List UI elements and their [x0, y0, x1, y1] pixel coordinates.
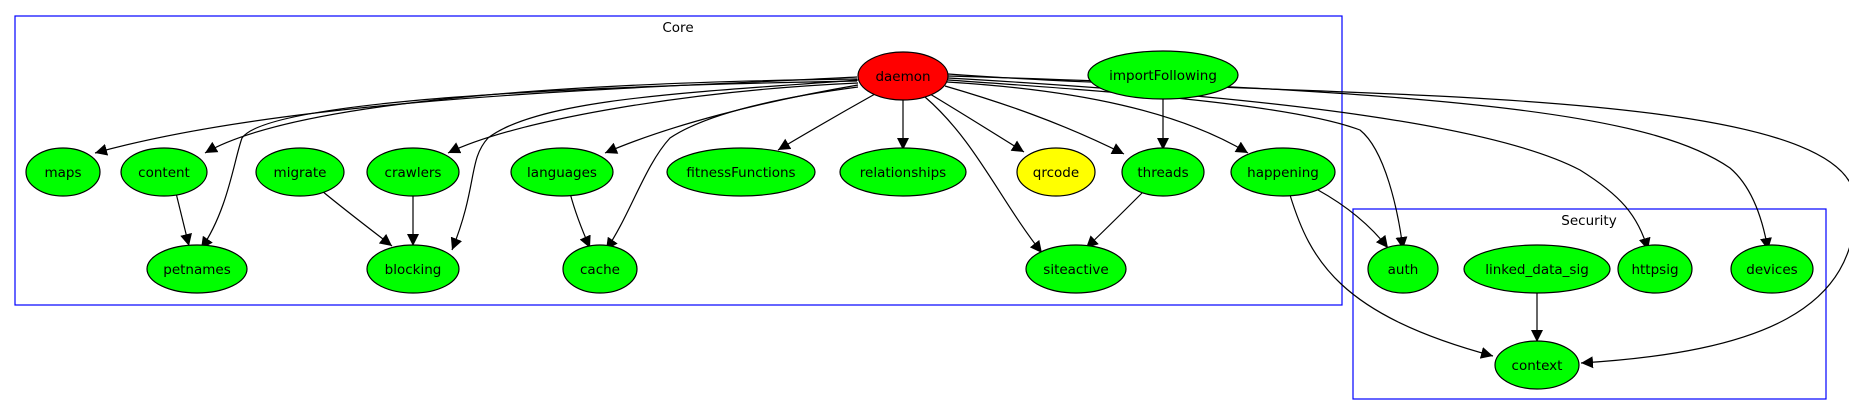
edge-daemon-maps	[94, 76, 858, 156]
node-blocking-shape	[366, 244, 460, 294]
node-relationships-label: relationships	[860, 165, 946, 181]
node-languages: languages	[510, 147, 614, 197]
node-crawlers: crawlers	[366, 147, 460, 197]
node-blocking: blocking	[366, 244, 460, 294]
node-auth-label: auth	[1388, 262, 1419, 278]
node-qrcode-shape	[1016, 147, 1096, 197]
node-petnames-shape	[146, 244, 248, 294]
edge-languages-cache	[569, 192, 591, 249]
node-daemon-label: daemon	[875, 69, 930, 85]
edge-daemon-qrcode	[929, 93, 1025, 153]
cluster-security: Security	[1352, 208, 1827, 400]
cluster-security-label: Security	[1561, 213, 1616, 229]
node-threads-shape	[1121, 147, 1205, 197]
node-httpsig-shape	[1617, 244, 1693, 294]
node-context-shape	[1494, 340, 1580, 390]
node-linked_data_sig: linked_data_sig	[1463, 244, 1611, 294]
node-importFollowing-shape	[1087, 50, 1239, 100]
node-blocking-label: blocking	[385, 262, 442, 278]
edge-happening-auth	[1317, 189, 1389, 249]
node-daemon-shape	[857, 51, 949, 101]
edge-daemon-crawlers	[447, 82, 859, 154]
cluster-core: Core	[14, 15, 1343, 306]
node-happening-shape	[1230, 147, 1336, 197]
edge-daemon-cache	[605, 86, 859, 251]
node-maps: maps	[25, 147, 101, 197]
node-cache-label: cache	[580, 262, 620, 278]
node-content: content	[120, 147, 208, 197]
node-cache: cache	[562, 244, 638, 294]
edge-daemon-auth	[947, 79, 1408, 250]
node-linked_data_sig-label: linked_data_sig	[1485, 262, 1589, 278]
node-migrate-label: migrate	[274, 165, 327, 181]
node-maps-label: maps	[44, 165, 81, 181]
node-fitnessFunctions: fitnessFunctions	[666, 147, 816, 197]
node-auth-shape	[1367, 244, 1439, 294]
edge-daemon-context	[947, 73, 1849, 369]
node-crawlers-label: crawlers	[385, 165, 442, 181]
node-fitnessFunctions-shape	[666, 147, 816, 197]
cluster-core-label: Core	[662, 20, 693, 36]
node-threads: threads	[1121, 147, 1205, 197]
node-daemon: daemon	[857, 51, 949, 101]
edge-threads-siteactive	[1085, 191, 1144, 249]
edge-daemon-happening	[946, 81, 1249, 154]
node-content-shape	[120, 147, 208, 197]
edge-daemon-threads	[944, 85, 1125, 155]
cluster-core-border	[14, 15, 1343, 306]
node-cache-shape	[562, 244, 638, 294]
node-context-label: context	[1512, 358, 1563, 374]
edge-daemon-siteactive	[924, 96, 1043, 254]
node-maps-shape	[25, 147, 101, 197]
node-siteactive-shape	[1025, 244, 1127, 294]
node-relationships-shape	[839, 147, 967, 197]
node-devices-shape	[1730, 244, 1814, 294]
node-auth: auth	[1367, 244, 1439, 294]
node-qrcode-label: qrcode	[1033, 165, 1079, 181]
node-content-label: content	[138, 165, 190, 181]
edge-daemon-petnames	[200, 80, 858, 250]
node-migrate-shape	[255, 147, 345, 197]
node-languages-shape	[510, 147, 614, 197]
edge-daemon-fitnessFunctions	[777, 93, 876, 151]
edge-content-petnames	[175, 192, 192, 247]
edge-daemon-blocking	[450, 79, 859, 251]
edge-happening-context	[1289, 194, 1494, 359]
node-crawlers-shape	[366, 147, 460, 197]
node-petnames: petnames	[146, 244, 248, 294]
node-migrate: migrate	[255, 147, 345, 197]
node-importFollowing-label: importFollowing	[1109, 68, 1217, 84]
node-relationships: relationships	[839, 147, 967, 197]
cluster-security-border	[1352, 208, 1827, 400]
node-linked_data_sig-shape	[1463, 244, 1611, 294]
node-languages-label: languages	[527, 165, 597, 181]
edge-daemon-languages	[604, 84, 859, 154]
node-siteactive-label: siteactive	[1043, 262, 1108, 278]
edges	[94, 73, 1849, 369]
node-devices: devices	[1730, 244, 1814, 294]
node-importFollowing: importFollowing	[1087, 50, 1239, 100]
node-threads-label: threads	[1137, 165, 1188, 181]
node-httpsig-label: httpsig	[1631, 262, 1678, 278]
node-httpsig: httpsig	[1617, 244, 1693, 294]
node-petnames-label: petnames	[163, 262, 231, 278]
node-qrcode: qrcode	[1016, 147, 1096, 197]
node-happening: happening	[1230, 147, 1336, 197]
node-siteactive: siteactive	[1025, 244, 1127, 294]
node-fitnessFunctions-label: fitnessFunctions	[686, 165, 795, 181]
edge-migrate-blocking	[321, 190, 393, 247]
node-context: context	[1494, 340, 1580, 390]
node-happening-label: happening	[1247, 165, 1319, 181]
node-devices-label: devices	[1746, 262, 1797, 278]
